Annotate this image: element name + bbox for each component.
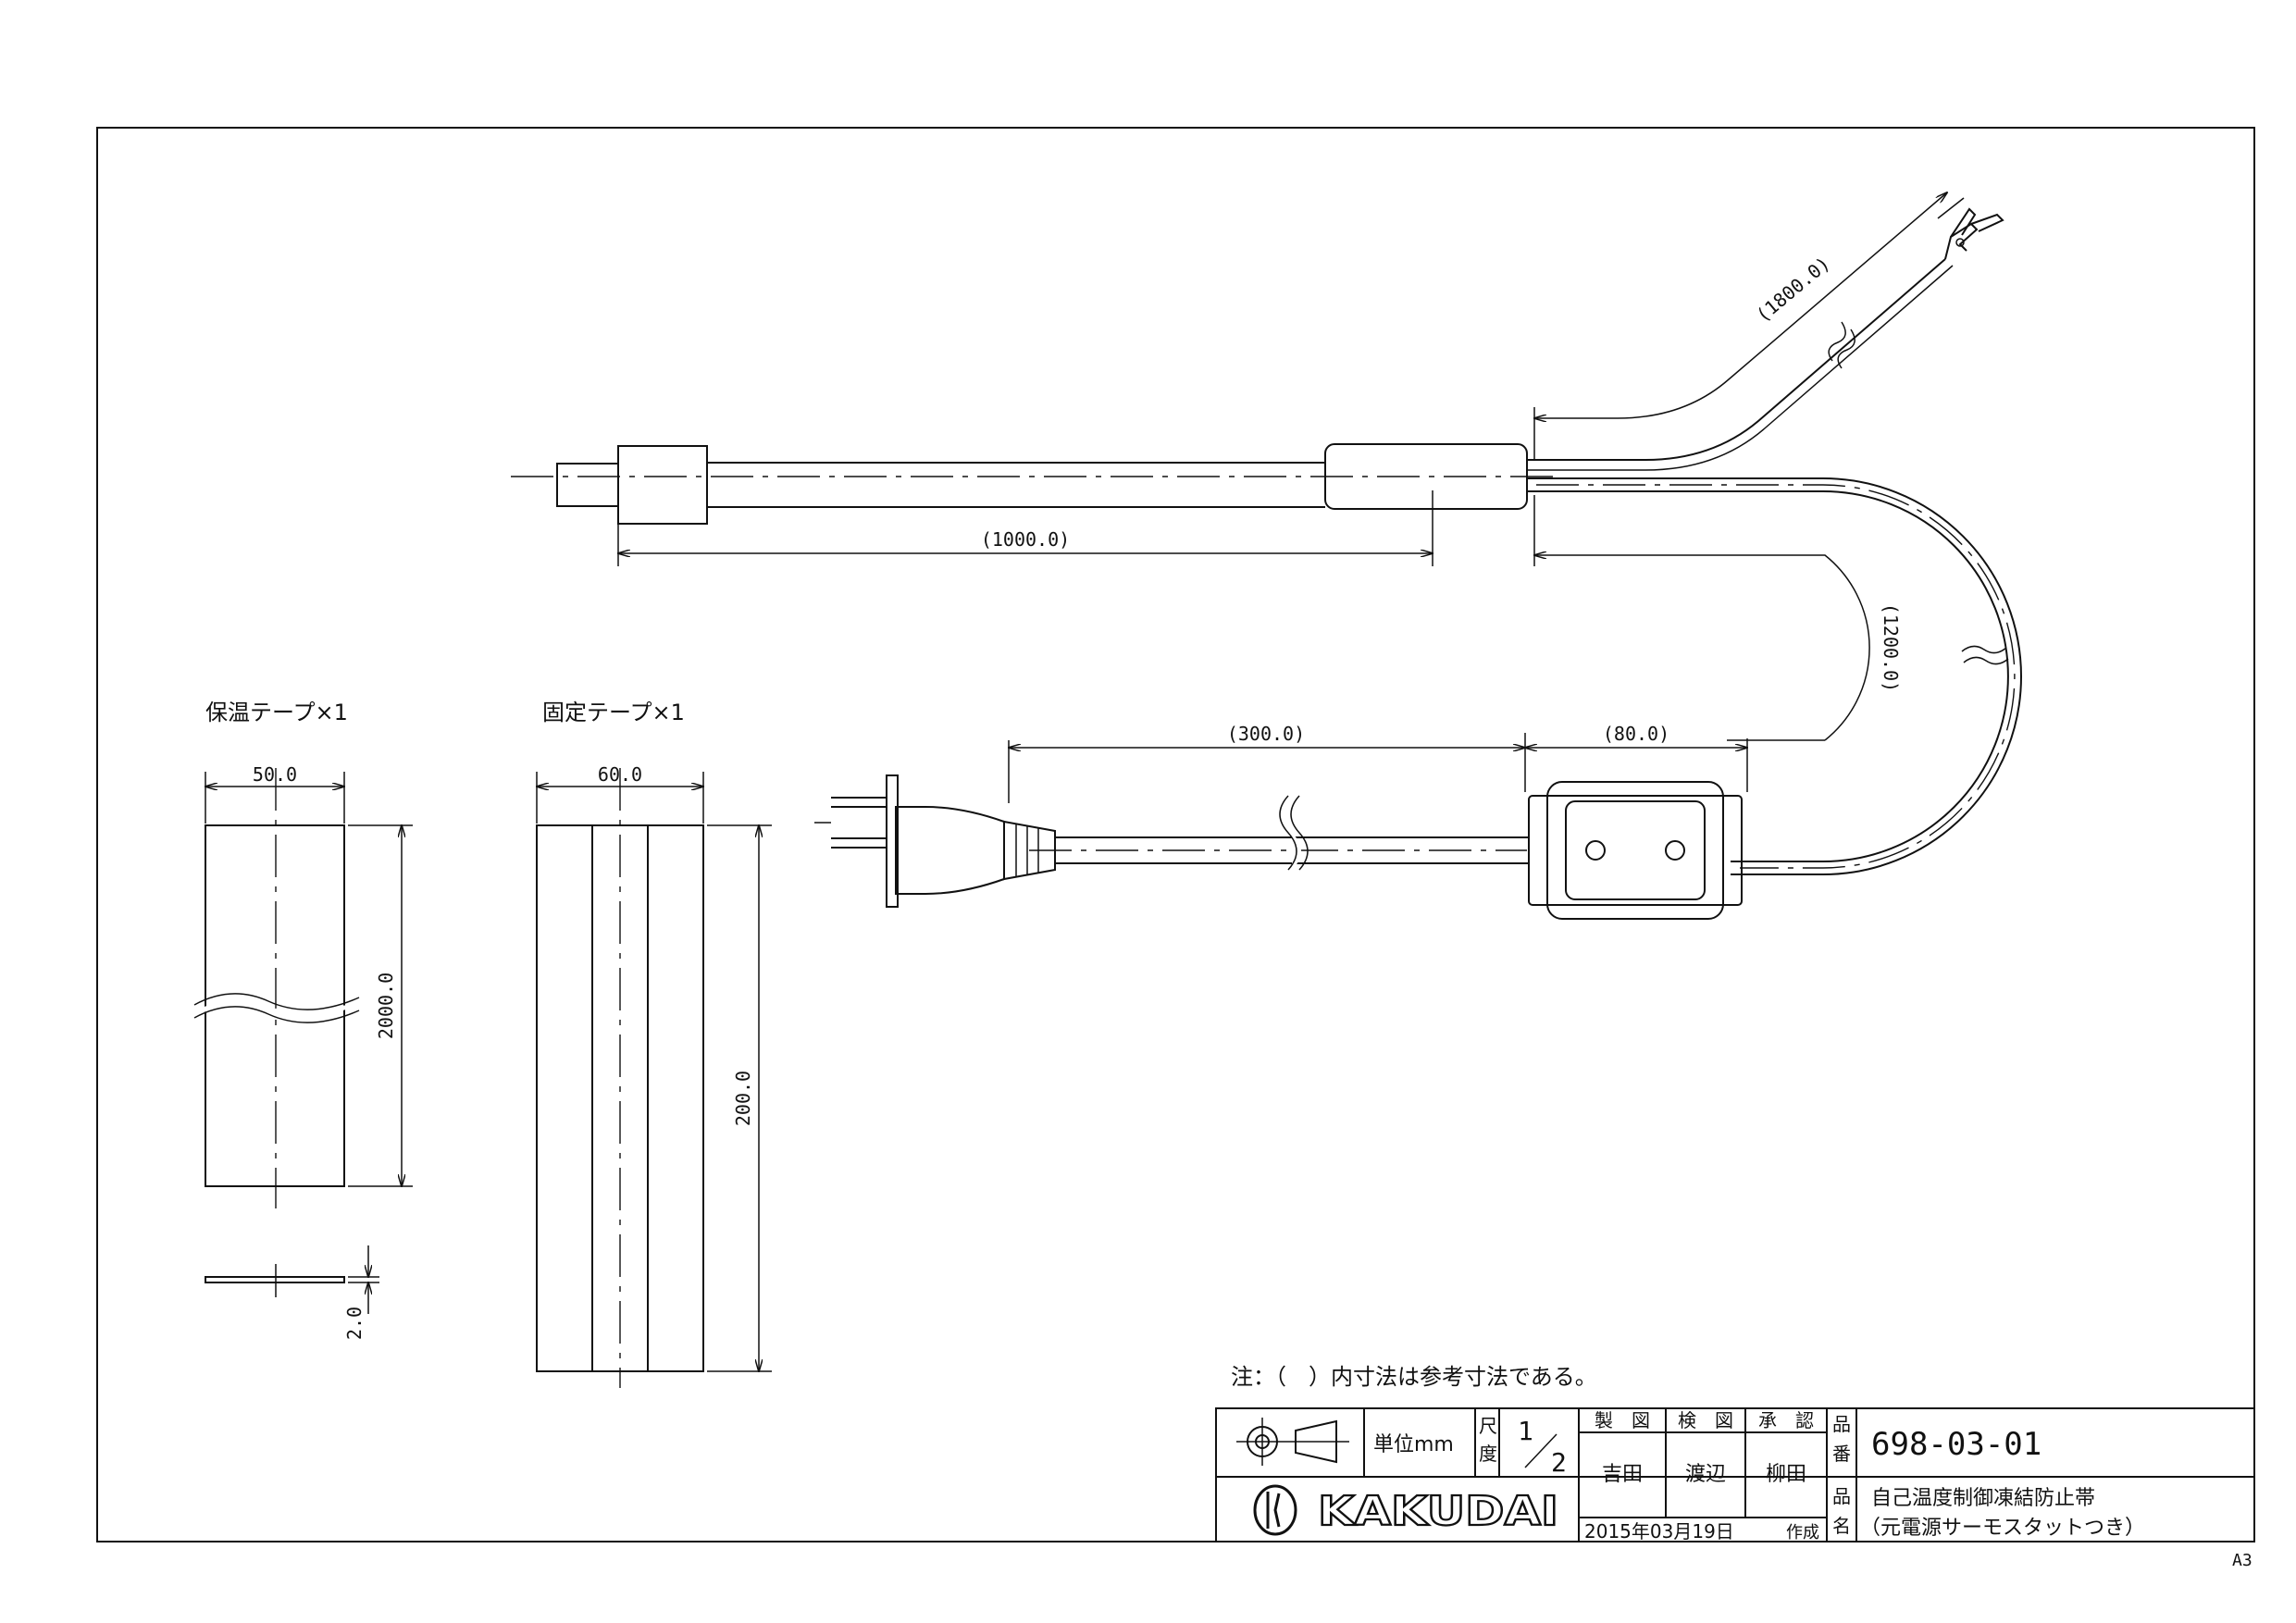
name-approved: 柳田 xyxy=(1766,1463,1806,1486)
made-label: 作成 xyxy=(1786,1523,1819,1542)
thermostat-box xyxy=(1528,781,1743,920)
plug-prongs xyxy=(814,797,887,849)
dim-300-label: (300.0) xyxy=(1227,723,1305,745)
fixing-width-label: 60.0 xyxy=(598,763,642,786)
dim-300: (300.0) xyxy=(1009,723,1525,803)
sheet-size-label: A3 xyxy=(2232,1551,2253,1570)
fixing-length-label: 200.0 xyxy=(732,1071,754,1126)
dim-1200-label: (1200.0) xyxy=(1880,603,1902,692)
product-name-label-1: 品 xyxy=(1832,1485,1851,1507)
sleeve-cable xyxy=(1527,459,1555,492)
dim-1000-label: (1000.0) xyxy=(981,528,1070,551)
u-loop xyxy=(1527,477,2022,875)
dim-1800: (1800.0) xyxy=(1534,192,1965,461)
role-approved: 承 認 xyxy=(1758,1409,1814,1431)
scale-denominator: 2 xyxy=(1551,1447,1567,1478)
scale-numerator: 1 xyxy=(1518,1416,1533,1446)
dim-1000: (1000.0) xyxy=(618,490,1433,566)
plug-face xyxy=(886,774,899,908)
lower-cable xyxy=(1029,795,1529,871)
insulation-thickness-label: 2.0 xyxy=(343,1307,366,1340)
kakudai-logo: KAKUDAI xyxy=(1253,1484,1559,1536)
dim-1200: (1200.0) xyxy=(1534,495,1902,741)
sheet-border xyxy=(96,127,2255,1542)
part-number: 698-03-01 xyxy=(1871,1426,2042,1463)
insulation-tape-detail: 保温テープ×1 50.0 2000.0 2.0 xyxy=(192,700,413,1340)
name-checked: 渡辺 xyxy=(1685,1463,1726,1486)
role-drafted: 製 図 xyxy=(1595,1409,1650,1431)
dim-1800-label: (1800.0) xyxy=(1752,252,1834,326)
scale-label-2: 度 xyxy=(1479,1443,1497,1465)
insulation-length-label: 2000.0 xyxy=(375,973,397,1039)
part-no-label-2: 番 xyxy=(1832,1443,1851,1465)
fixing-tape-label: 固定テープ×1 xyxy=(542,700,685,725)
insulation-width-label: 50.0 xyxy=(253,763,297,786)
scale-fraction: 1 2 xyxy=(1518,1416,1567,1478)
scale-label-1: 尺 xyxy=(1479,1415,1497,1437)
insulation-tape-label: 保温テープ×1 xyxy=(205,700,348,725)
projection-symbol-icon xyxy=(1236,1418,1349,1466)
logo-text: KAKUDAI xyxy=(1318,1488,1558,1535)
dim-80: (80.0) xyxy=(1525,723,1747,792)
insulation-tape-section xyxy=(205,1276,345,1283)
end-sleeve xyxy=(617,445,708,525)
name-drafted: 吉田 xyxy=(1602,1463,1643,1486)
unit-label: 単位mm xyxy=(1373,1433,1454,1456)
cable-assembly: (1000.0) (1800.0) (1200.0) (300.0) (80.0… xyxy=(511,192,2022,920)
product-name-1: 自己温度制御凍結防止帯 xyxy=(1871,1487,2095,1510)
product-name-label-2: 名 xyxy=(1832,1515,1851,1537)
title-block: 単位mm 尺 度 1 2 製 図 検 図 承 認 吉田 渡辺 柳田 2015年0… xyxy=(1215,1407,2255,1542)
product-name-2: （元電源サーモスタットつき） xyxy=(1860,1517,2145,1540)
fixing-tape-detail: 固定テープ×1 60.0 200.0 xyxy=(536,700,772,1388)
reference-note: 注：（ ）内寸法は参考寸法である。 xyxy=(1231,1364,1597,1390)
drawing-date: 2015年03月19日 xyxy=(1584,1520,1734,1542)
branch-lead xyxy=(1527,258,1954,471)
part-no-label-1: 品 xyxy=(1832,1413,1851,1435)
plug-body xyxy=(895,806,1005,895)
dim-80-label: (80.0) xyxy=(1603,723,1669,745)
upper-cable xyxy=(707,462,1325,508)
end-cap xyxy=(556,463,619,507)
fork-terminal xyxy=(1944,207,2004,260)
role-checked: 検 図 xyxy=(1678,1409,1733,1431)
